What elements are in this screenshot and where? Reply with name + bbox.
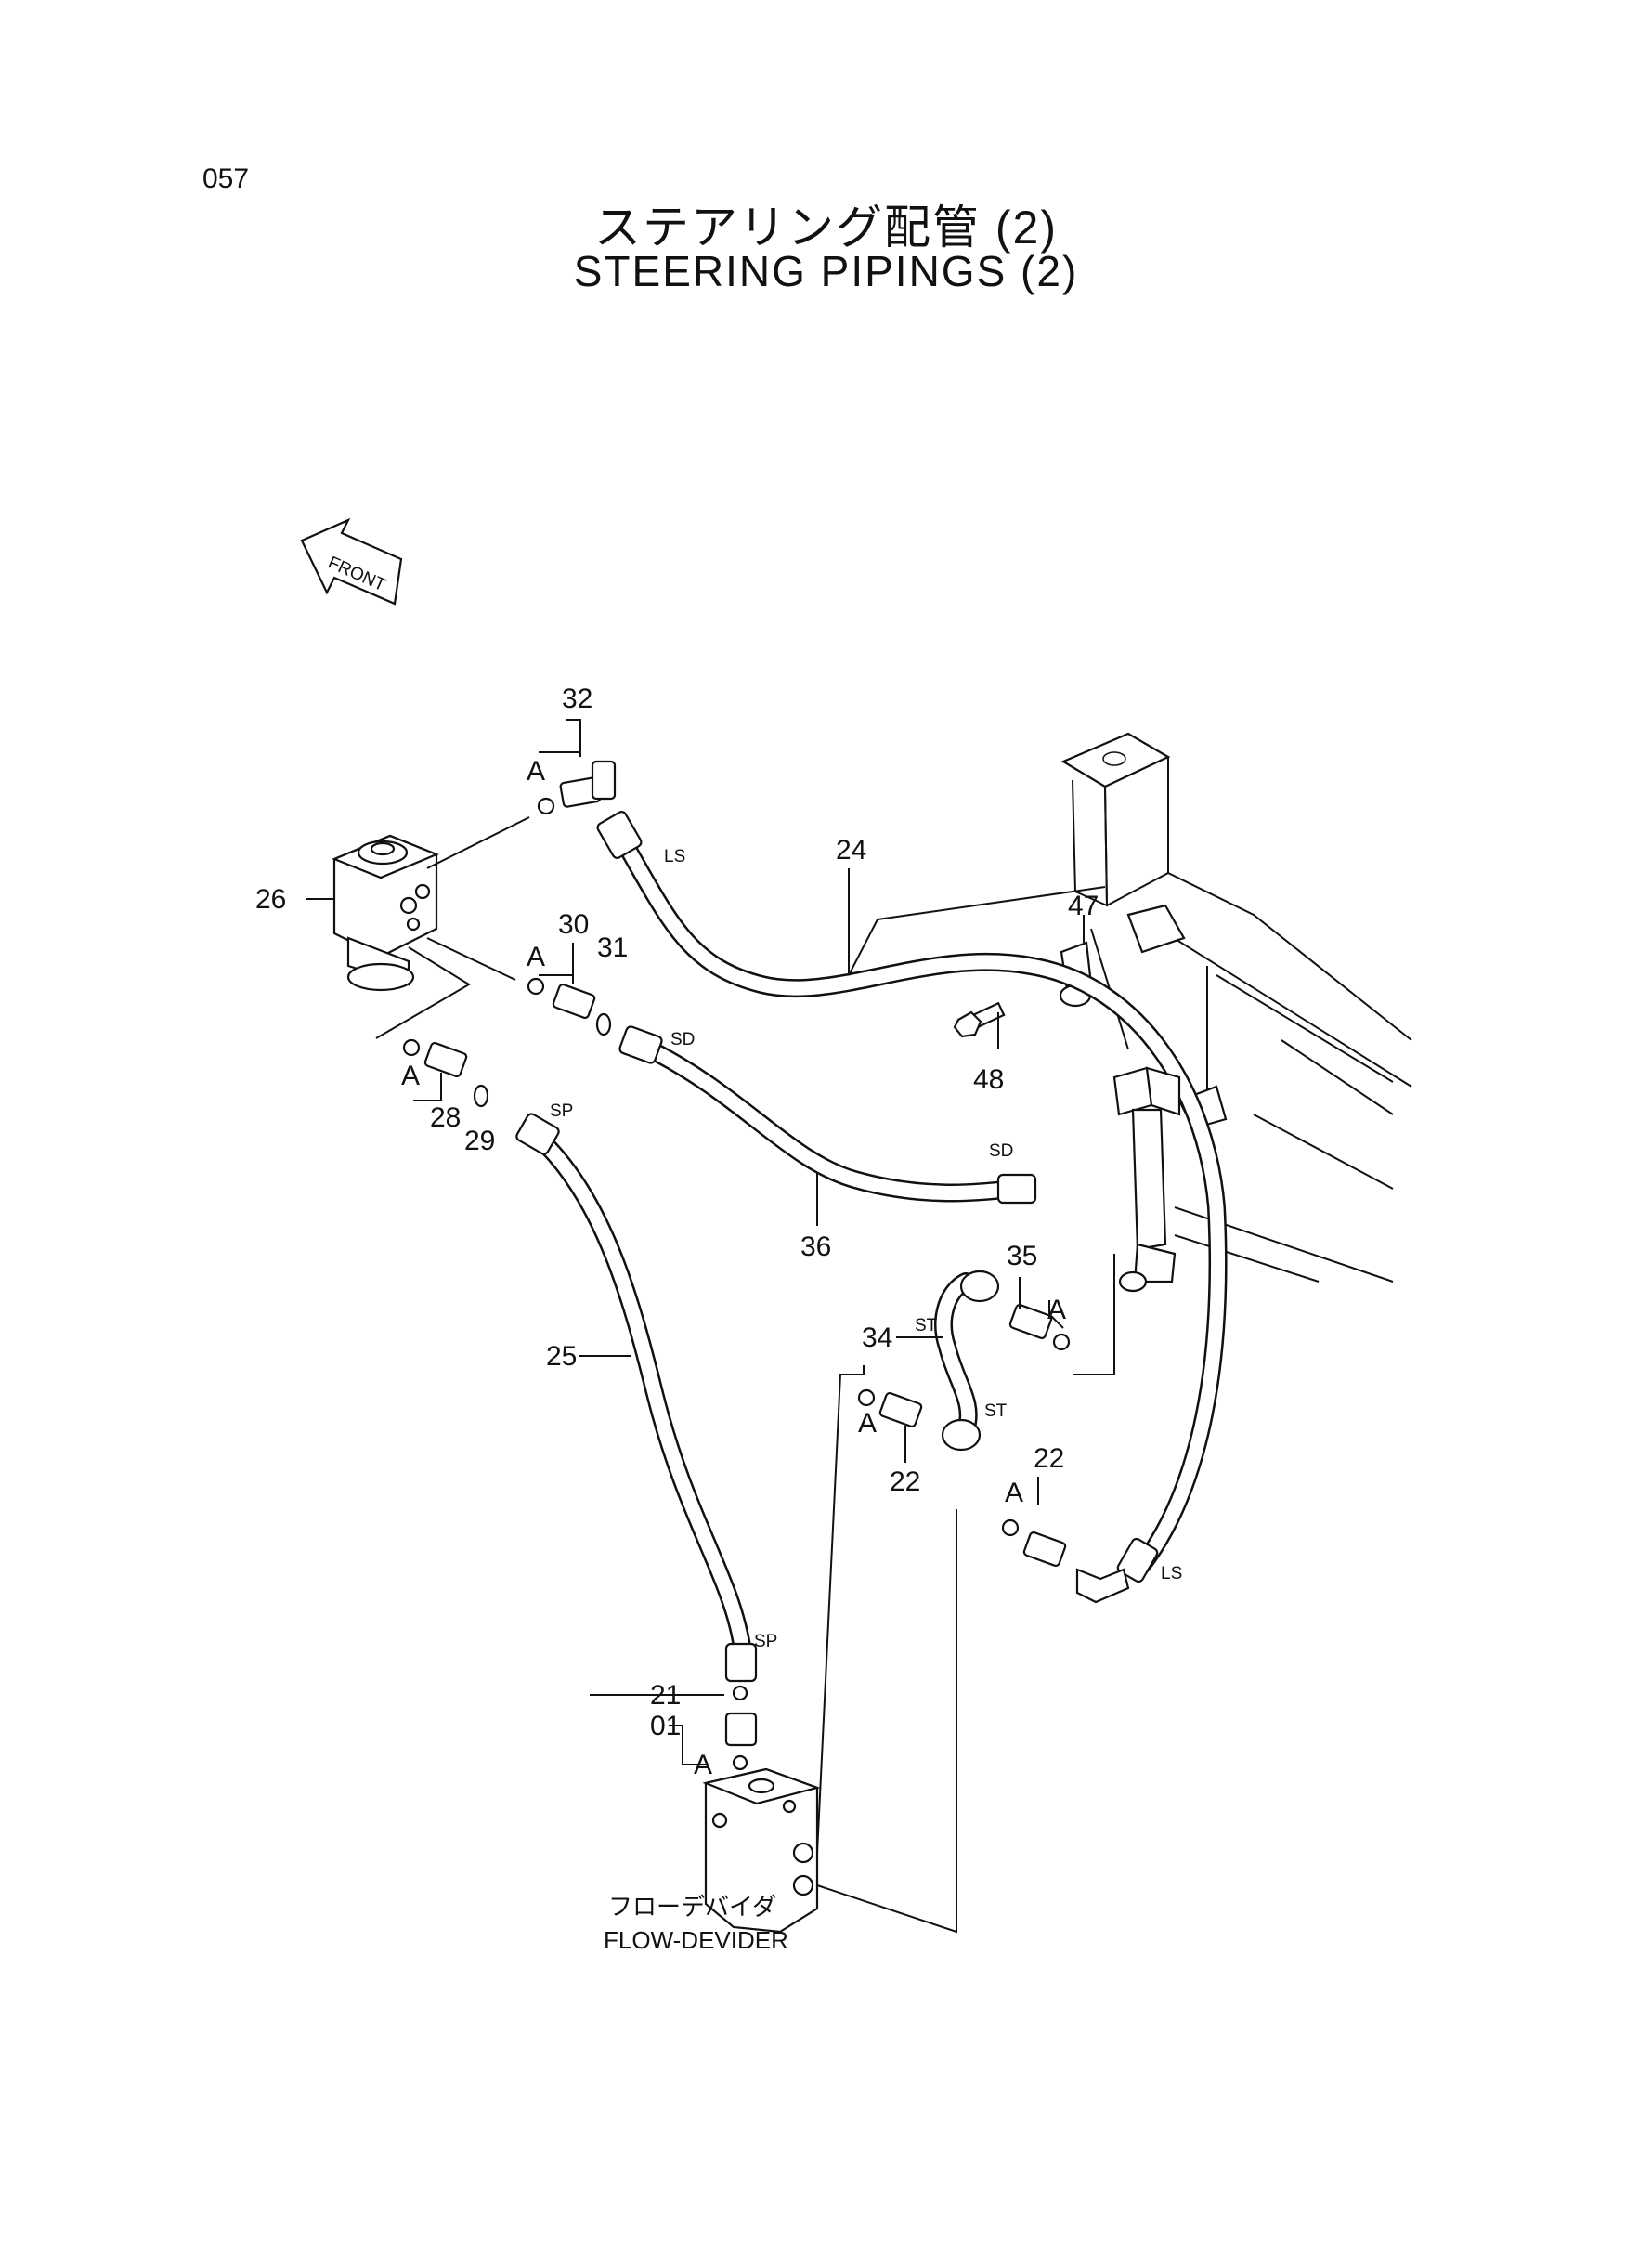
adapter-30: [527, 977, 612, 1036]
tee-fitting: [1112, 1066, 1181, 1293]
port-tag-st-bottom: ST: [984, 1401, 1008, 1421]
adapter-22-right: [1001, 1518, 1130, 1604]
callout-22-left: 22: [890, 1466, 920, 1497]
port-tag-st-top: ST: [915, 1316, 938, 1335]
callout-26: 26: [255, 884, 286, 915]
callout-24: 24: [836, 835, 866, 866]
callout-01: 01: [650, 1711, 681, 1741]
page-title-japanese: ステアリング配管 (2): [594, 202, 1058, 254]
callout-25: 25: [546, 1341, 577, 1372]
callout-30: 30: [558, 909, 589, 940]
adapter-32: [537, 760, 617, 815]
letter-a-32: A: [527, 756, 545, 787]
callout-47: 47: [1068, 891, 1099, 921]
flow-divider-label-en: FLOW-DEVIDER: [604, 1926, 788, 1954]
letter-a-35: A: [1047, 1295, 1066, 1325]
callout-32: 32: [562, 684, 592, 714]
clamp-bolt: [953, 1001, 1006, 1038]
page-number: 057: [202, 163, 250, 194]
steering-valve: [332, 834, 439, 992]
callout-28: 28: [430, 1102, 461, 1133]
connector-01: [724, 1685, 758, 1771]
front-arrow-icon: FRONT: [300, 517, 403, 606]
callout-21: 21: [650, 1680, 681, 1711]
adapter-35: [1008, 1303, 1071, 1351]
callout-31: 31: [597, 932, 628, 963]
callout-29: 29: [464, 1126, 495, 1156]
callout-34: 34: [862, 1322, 892, 1353]
letter-a-01: A: [694, 1750, 712, 1780]
letter-a-30: A: [527, 942, 545, 972]
callout-48: 48: [973, 1064, 1004, 1095]
chassis-frame: [877, 732, 1412, 1283]
adapter-22-left: [857, 1388, 923, 1428]
port-tag-sp-top: SP: [550, 1101, 573, 1121]
hose-25: [515, 1113, 758, 1683]
page-title-english: STEERING PIPINGS (2): [573, 247, 1079, 295]
hose-24: [596, 811, 1228, 1583]
letter-a-22-left: A: [858, 1408, 877, 1439]
port-tag-ls-bottom: LS: [1161, 1564, 1182, 1583]
flow-divider-label-jp: フローデバイダ: [608, 1893, 776, 1921]
port-tag-sp-bottom: SP: [754, 1632, 777, 1651]
callout-36: 36: [800, 1231, 831, 1262]
port-tag-sd-left: SD: [670, 1030, 695, 1049]
adapter-28: [402, 1038, 489, 1108]
callout-35: 35: [1007, 1241, 1037, 1271]
port-tag-sd-right: SD: [989, 1141, 1013, 1161]
callout-22-right: 22: [1034, 1443, 1064, 1474]
port-tag-ls-top: LS: [664, 847, 685, 866]
pipe-34: [934, 1270, 1000, 1452]
letter-a-22-right: A: [1005, 1478, 1023, 1508]
hose-36: [618, 1025, 1037, 1205]
flow-divider-body: [702, 1767, 821, 1934]
leader-lines: [306, 719, 1115, 1934]
letter-a-28: A: [401, 1061, 420, 1091]
